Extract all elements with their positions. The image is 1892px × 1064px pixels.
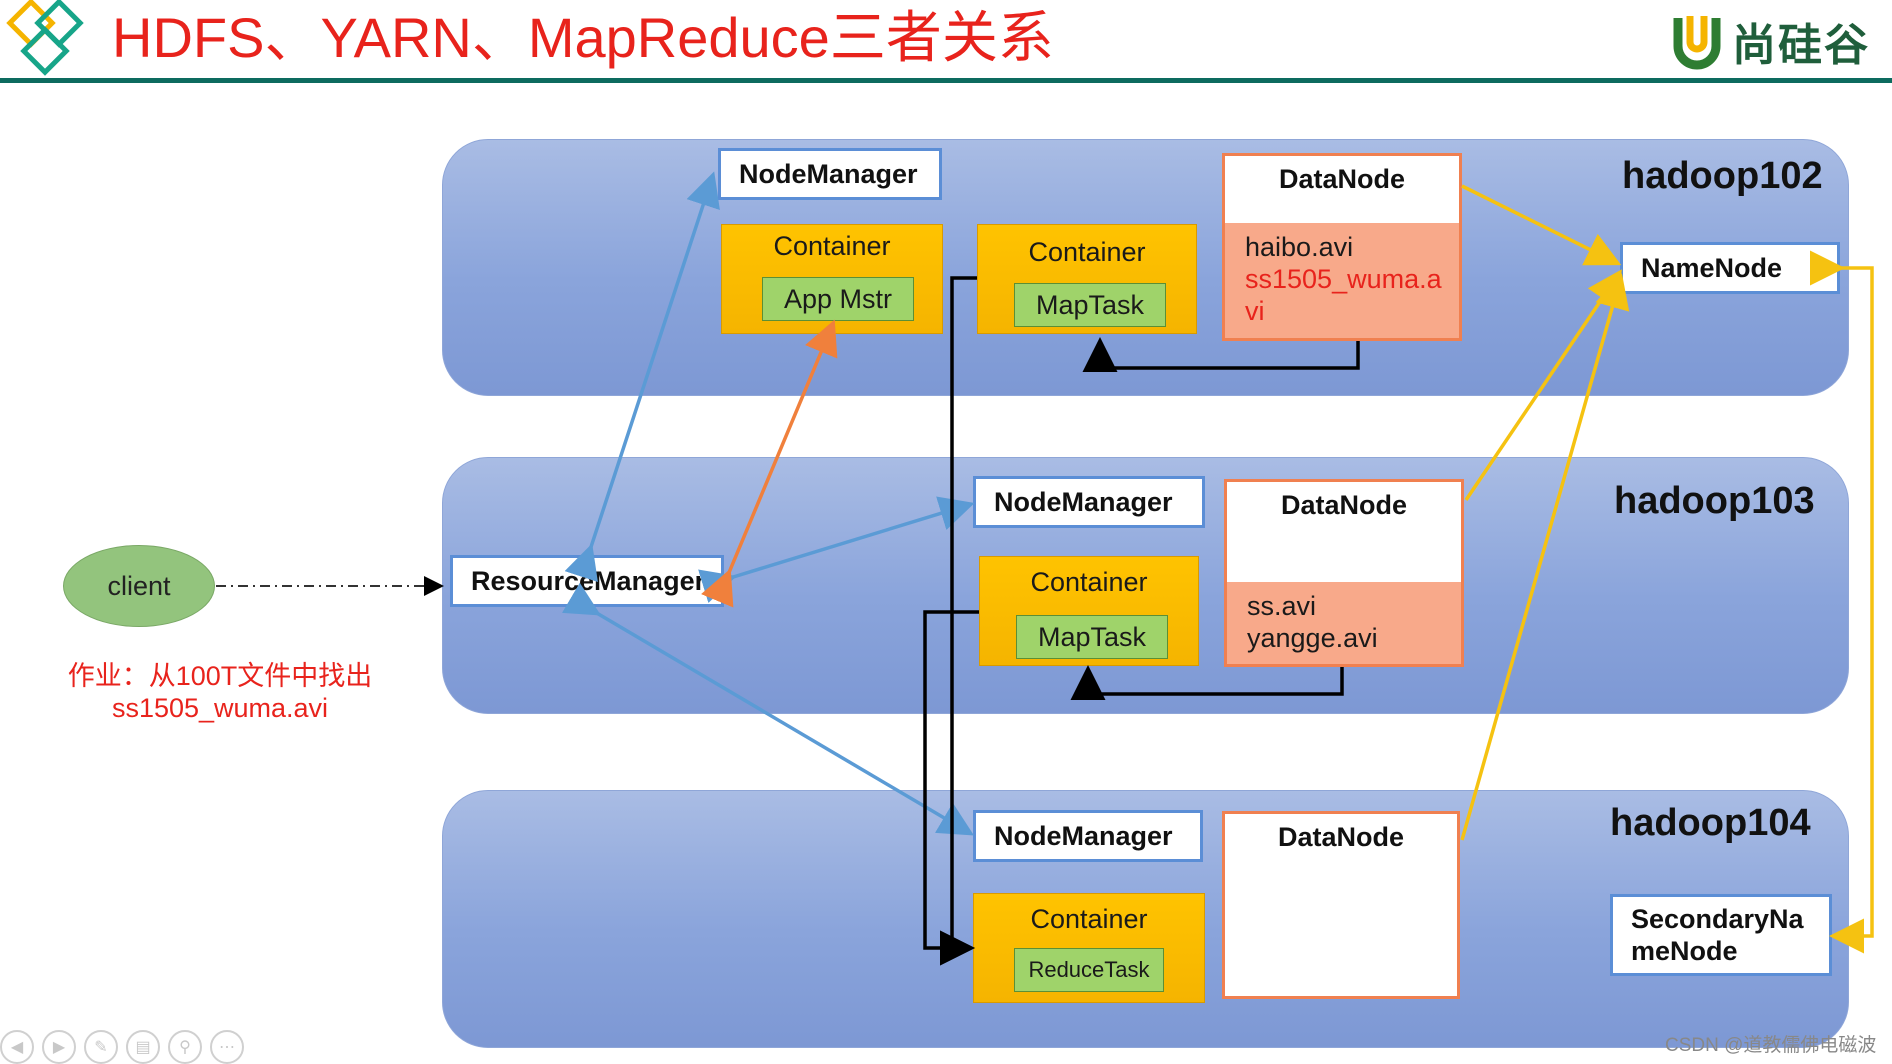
container-title: Container xyxy=(773,231,891,261)
next-icon[interactable]: ▶ xyxy=(42,1030,76,1064)
data-flow-arrows xyxy=(923,276,1360,966)
datanode-hadoop104[interactable]: DataNode xyxy=(1222,811,1460,999)
maptask-hadoop103[interactable]: MapTask xyxy=(1016,615,1168,659)
rm-nodemanager-arrows xyxy=(561,171,975,836)
datanode-file-list: haibo.avi ss1505_wuma.a vi xyxy=(1225,223,1459,338)
app-master-task[interactable]: App Mstr xyxy=(762,277,914,321)
homework-line: 作业：从100T文件中找出 xyxy=(67,661,373,691)
container-maptask-hadoop103[interactable]: Container MapTask xyxy=(979,556,1199,666)
container-title: Container xyxy=(1030,567,1148,597)
brand-u-icon xyxy=(1673,16,1721,70)
file-item: haibo.avi xyxy=(1245,232,1354,262)
secondary-namenode-label-line2: meNode xyxy=(1631,936,1738,966)
file-item: yangge.avi xyxy=(1247,623,1378,653)
node-manager-label: NodeManager xyxy=(994,820,1173,851)
node-manager-hadoop104[interactable]: NodeManager xyxy=(973,810,1203,862)
homework-note: 作业：从100T文件中找出 ss1505_wuma.avi xyxy=(60,660,380,724)
container-title: Container xyxy=(1028,237,1146,267)
prev-icon[interactable]: ◀ xyxy=(0,1030,34,1064)
container-reducetask[interactable]: Container ReduceTask xyxy=(973,893,1205,1003)
client-label: client xyxy=(107,570,171,601)
secondary-namenode[interactable]: SecondaryNa meNode xyxy=(1610,894,1832,976)
datanode-title: DataNode xyxy=(1225,156,1459,223)
file-item: ss.avi xyxy=(1247,591,1317,621)
container-title: Container xyxy=(1030,904,1148,934)
more-icon[interactable]: ⋯ xyxy=(210,1030,244,1064)
host-label-hadoop104: hadoop104 xyxy=(1610,802,1811,844)
secondary-namenode-label-line1: SecondaryNa xyxy=(1631,904,1804,934)
datanode-title: DataNode xyxy=(1227,482,1461,582)
file-item: vi xyxy=(1245,296,1265,326)
pen-icon[interactable]: ✎ xyxy=(84,1030,118,1064)
datanode-hadoop103[interactable]: DataNode ss.avi yangge.avi xyxy=(1224,479,1464,667)
file-item: ss1505_wuma.a xyxy=(1245,264,1442,294)
page-title: HDFS、YARN、MapReduce三者关系 xyxy=(112,6,1054,69)
datanode-hadoop102[interactable]: DataNode haibo.avi ss1505_wuma.a vi xyxy=(1222,153,1462,341)
node-manager-hadoop102[interactable]: NodeManager xyxy=(718,148,942,200)
datanode-title: DataNode xyxy=(1225,814,1457,881)
namenode[interactable]: NameNode xyxy=(1620,242,1840,294)
watermark: CSDN @道教儒佛电磁波 xyxy=(1665,1035,1877,1056)
reducetask[interactable]: ReduceTask xyxy=(1014,948,1164,992)
host-label-hadoop103: hadoop103 xyxy=(1614,480,1815,522)
brand-name: 尚硅谷 xyxy=(1732,21,1870,70)
rm-appmaster-arrow xyxy=(701,319,838,608)
datanode-namenode-arrows xyxy=(1460,184,1874,954)
node-manager-label: NodeManager xyxy=(994,486,1173,517)
node-manager-label: NodeManager xyxy=(739,158,918,189)
zoom-icon[interactable]: ⚲ xyxy=(168,1030,202,1064)
datanode-file-list: ss.avi yangge.avi xyxy=(1227,582,1461,664)
host-label-hadoop102: hadoop102 xyxy=(1622,155,1823,197)
slide-controls: ◀ ▶ ✎ ▤ ⚲ ⋯ xyxy=(0,1030,244,1064)
brand-logo: 尚硅谷 xyxy=(1670,10,1870,72)
logo-diamonds-icon xyxy=(4,0,100,80)
homework-line: ss1505_wuma.avi xyxy=(111,693,329,723)
container-maptask-hadoop102[interactable]: Container MapTask xyxy=(977,224,1197,334)
namenode-label: NameNode xyxy=(1641,252,1783,283)
client-node[interactable]: client xyxy=(63,545,215,627)
slides-icon[interactable]: ▤ xyxy=(126,1030,160,1064)
node-manager-hadoop103[interactable]: NodeManager xyxy=(973,476,1205,528)
header-divider xyxy=(0,78,1892,83)
maptask-hadoop102[interactable]: MapTask xyxy=(1014,283,1166,327)
container-app-master[interactable]: Container App Mstr xyxy=(721,224,943,334)
